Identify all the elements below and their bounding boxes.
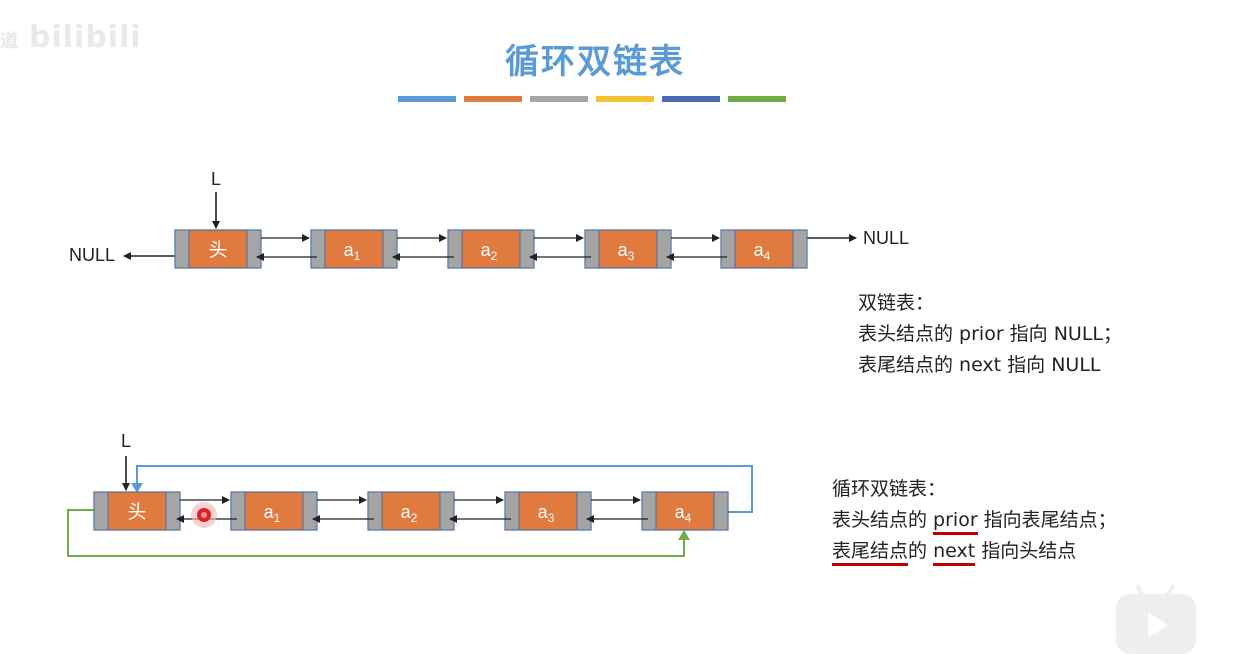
node-a2: a2: [447, 229, 535, 269]
node-a1: a1: [230, 491, 318, 531]
tail-next-loop-line: [136, 465, 753, 513]
node-a3: a3: [584, 229, 672, 269]
node-label: a1: [344, 240, 361, 263]
node-label: a2: [481, 240, 498, 263]
note-heading: 循环双链表：: [832, 478, 947, 500]
node-a2: a2: [367, 491, 455, 531]
null-label-left: NULL: [69, 245, 115, 265]
note-line: 表尾结点的 next 指向头结点: [832, 536, 1117, 567]
head-label: 头: [127, 501, 146, 523]
color-bar-segment: [530, 96, 588, 102]
play-button[interactable]: [1116, 583, 1196, 654]
underlined-prior: prior: [933, 509, 978, 535]
node-label: a4: [754, 240, 771, 263]
note-line: 表头结点的 prior 指向 NULL；: [858, 323, 1122, 345]
note-line: 表头结点的 prior 指向表尾结点；: [832, 505, 1117, 536]
link-arrows: [256, 234, 727, 261]
tail-next-loop-arrowhead: [131, 483, 143, 493]
color-bar-segment: [464, 96, 522, 102]
bilibili-watermark: 道 bilibili: [0, 20, 142, 66]
head-prior-loop-arrowhead: [678, 530, 690, 540]
doubly-list-note: 双链表： 表头结点的 prior 指向 NULL； 表尾结点的 next 指向 …: [858, 288, 1122, 381]
color-bar-segment: [596, 96, 654, 102]
node-label: a3: [618, 240, 635, 263]
pointer-label-L: L: [121, 431, 131, 451]
color-bar-segment: [728, 96, 786, 102]
head-node: 头: [174, 229, 262, 269]
note-line: 表尾结点的 next 指向 NULL: [858, 354, 1101, 376]
title-color-bar: [398, 96, 786, 102]
color-bar-segment: [662, 96, 720, 102]
pointer-label-L: L: [211, 169, 221, 189]
head-prior-loop-line: [67, 509, 685, 557]
node-label: a3: [538, 502, 555, 525]
watermark-brand: bilibili: [29, 20, 142, 55]
color-bar-segment: [398, 96, 456, 102]
node-label: a1: [264, 502, 281, 525]
underlined-next: next: [933, 540, 976, 566]
node-label: a2: [401, 502, 418, 525]
node-a4: a4: [720, 229, 808, 269]
node-label: a4: [675, 502, 692, 525]
node-a4: a4: [641, 491, 729, 531]
slide-title: 循环双链表: [505, 42, 685, 82]
head-node: 头: [93, 491, 181, 531]
laser-pointer-dot: [191, 502, 217, 528]
null-label-right: NULL: [863, 228, 909, 248]
play-icon: [1148, 612, 1168, 638]
head-label: 头: [208, 239, 227, 261]
doubly-linked-list: L NULL NULL 头 a1 a2: [69, 169, 909, 269]
node-a1: a1: [310, 229, 398, 269]
circular-doubly-linked-list: L 头 a1 a2: [67, 431, 753, 557]
node-a3: a3: [504, 491, 592, 531]
underlined-tail-node: 表尾结点: [832, 540, 909, 566]
note-heading: 双链表：: [858, 292, 935, 314]
circular-list-note: 循环双链表： 表头结点的 prior 指向表尾结点； 表尾结点的 next 指向…: [832, 474, 1117, 567]
watermark-prefix: 道: [0, 31, 19, 52]
